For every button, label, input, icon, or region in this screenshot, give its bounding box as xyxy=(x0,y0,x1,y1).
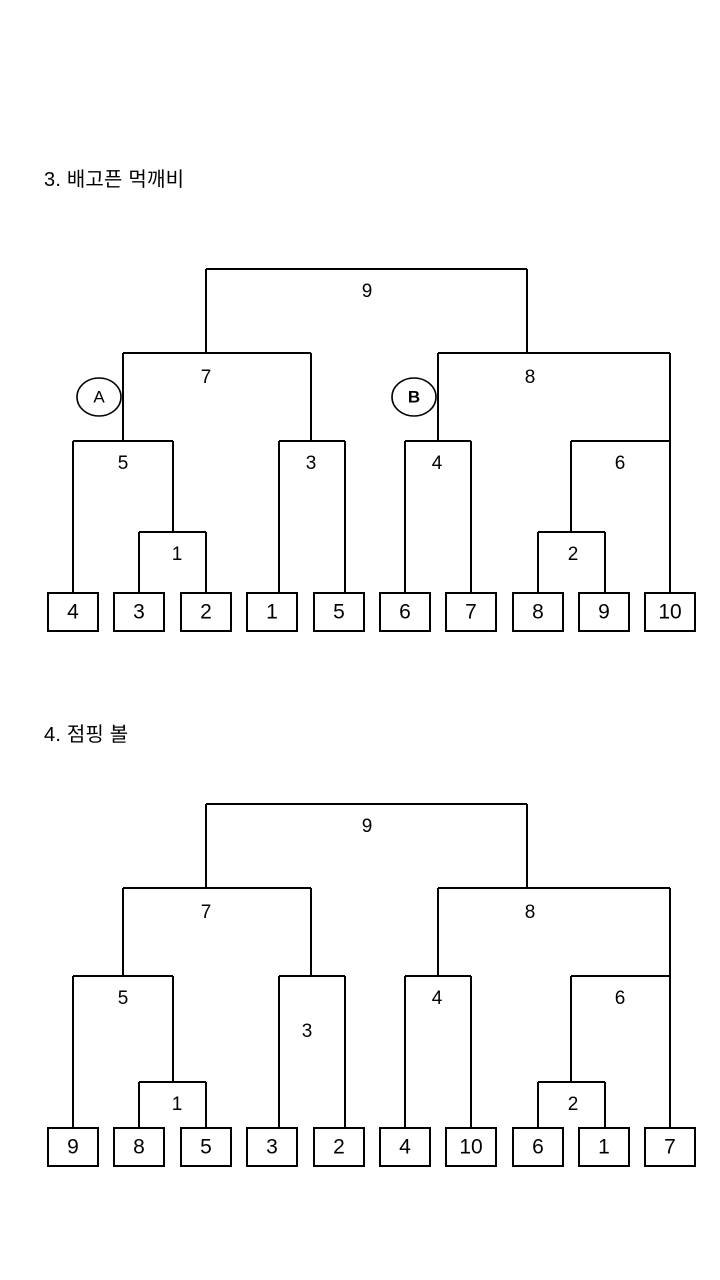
marker-circle-a xyxy=(76,377,122,417)
leaf-label: 9 xyxy=(598,601,610,624)
leaf-label: 4 xyxy=(67,601,79,624)
node-label-2: 2 xyxy=(568,544,579,565)
leaf-box xyxy=(379,592,431,632)
tournament-tree-1: 9 7 8 A B 5 1 3 4 xyxy=(47,268,696,632)
leaf-box xyxy=(180,592,232,632)
node-label-2: 2 xyxy=(568,1094,579,1115)
leaf-label: 5 xyxy=(200,1136,212,1159)
leaf-label: 3 xyxy=(266,1136,278,1159)
node-label-4: 4 xyxy=(432,453,443,474)
section-title-3: 3. 배고픈 먹깨비 xyxy=(44,169,185,191)
leaf-label: 1 xyxy=(266,601,278,624)
node-label-root: 9 xyxy=(362,281,373,302)
leaf-box xyxy=(379,1127,431,1167)
section-title-4: 4. 점핑 볼 xyxy=(44,724,129,746)
node-label-root: 9 xyxy=(362,816,373,837)
node-label-1: 1 xyxy=(172,1094,183,1115)
leaf-box xyxy=(47,1127,99,1167)
leaf-box xyxy=(445,592,497,632)
leaf-label: 10 xyxy=(658,601,681,624)
leaf-label: 3 xyxy=(133,601,145,624)
marker-circle-b xyxy=(391,377,437,417)
leaf-box xyxy=(313,1127,365,1167)
leaf-box xyxy=(246,592,298,632)
marker-label-a: A xyxy=(93,387,105,406)
node-label-right-branch: 8 xyxy=(525,367,536,388)
node-label-3: 3 xyxy=(302,1021,313,1042)
leaf-label: 8 xyxy=(532,601,544,624)
leaf-box xyxy=(578,592,630,632)
leaf-label: 9 xyxy=(67,1136,79,1159)
node-label-left-branch: 7 xyxy=(201,902,212,923)
leaf-box xyxy=(512,592,564,632)
leaf-label: 6 xyxy=(399,601,411,624)
node-label-right-branch: 8 xyxy=(525,902,536,923)
leaf-label: 2 xyxy=(200,601,212,624)
leaf-label: 8 xyxy=(133,1136,145,1159)
leaf-label: 1 xyxy=(598,1136,610,1159)
leaf-label: 4 xyxy=(399,1136,411,1159)
leaf-label: 5 xyxy=(333,601,345,624)
node-label-5: 5 xyxy=(118,988,129,1009)
leaf-label: 7 xyxy=(465,601,477,624)
marker-label-b: B xyxy=(408,387,420,406)
node-label-3: 3 xyxy=(306,453,317,474)
node-label-4: 4 xyxy=(432,988,443,1009)
leaf-label: 7 xyxy=(664,1136,676,1159)
leaf-box xyxy=(47,592,99,632)
leaf-label: 10 xyxy=(459,1136,482,1159)
leaf-box xyxy=(113,592,165,632)
node-label-left-branch: 7 xyxy=(201,367,212,388)
leaf-box xyxy=(644,1127,696,1167)
node-label-5: 5 xyxy=(118,453,129,474)
leaf-box xyxy=(180,1127,232,1167)
leaf-label: 6 xyxy=(532,1136,544,1159)
leaf-box xyxy=(113,1127,165,1167)
leaf-box xyxy=(644,592,696,632)
leaf-box xyxy=(246,1127,298,1167)
node-label-1: 1 xyxy=(172,544,183,565)
leaf-box xyxy=(512,1127,564,1167)
tournament-tree-2: 9 7 8 5 1 3 4 6 xyxy=(47,803,696,1167)
leaf-label: 2 xyxy=(333,1136,345,1159)
node-label-6: 6 xyxy=(615,453,626,474)
leaf-box xyxy=(578,1127,630,1167)
leaf-box xyxy=(313,592,365,632)
leaf-box xyxy=(445,1127,497,1167)
node-label-6: 6 xyxy=(615,988,626,1009)
